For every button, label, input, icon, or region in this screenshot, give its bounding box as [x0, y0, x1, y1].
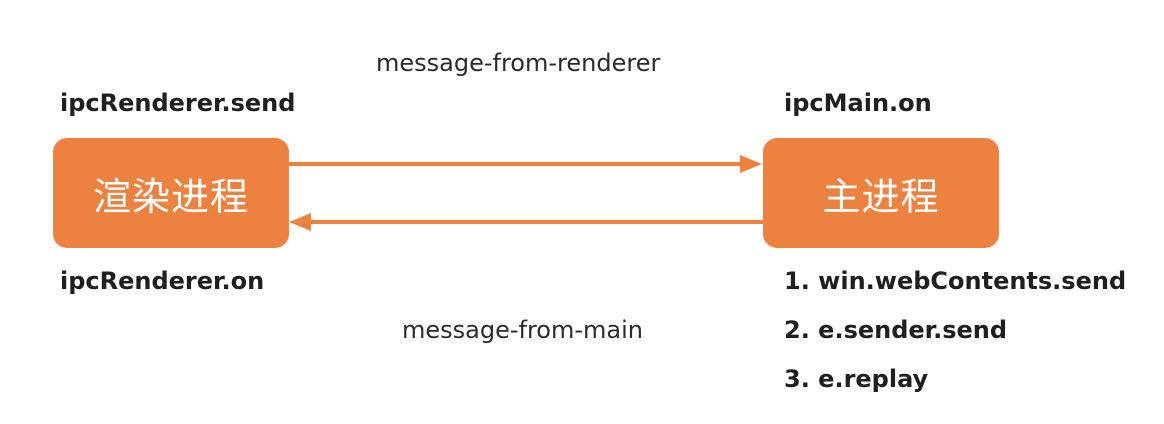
edge-label-message-from-main: message-from-main — [402, 316, 643, 344]
edge-label-message-from-renderer: message-from-renderer — [376, 49, 661, 77]
renderer-process-title: 渲染进程 — [92, 174, 249, 219]
arrow-main-to-renderer — [289, 213, 763, 231]
main-process-title: 主进程 — [822, 174, 940, 219]
main-send-method-2: 2. e.sender.send — [784, 316, 1008, 344]
renderer-send-api-label: ipcRenderer.send — [60, 89, 296, 117]
main-on-api-label: ipcMain.on — [784, 89, 932, 117]
renderer-process-node: 渲染进程 — [53, 138, 289, 248]
main-send-method-3: 3. e.replay — [784, 365, 929, 393]
main-process-node: 主进程 — [763, 138, 999, 248]
renderer-on-api-label: ipcRenderer.on — [60, 267, 265, 295]
main-send-method-1: 1. win.webContents.send — [784, 267, 1127, 295]
arrow-renderer-to-main — [289, 155, 762, 173]
